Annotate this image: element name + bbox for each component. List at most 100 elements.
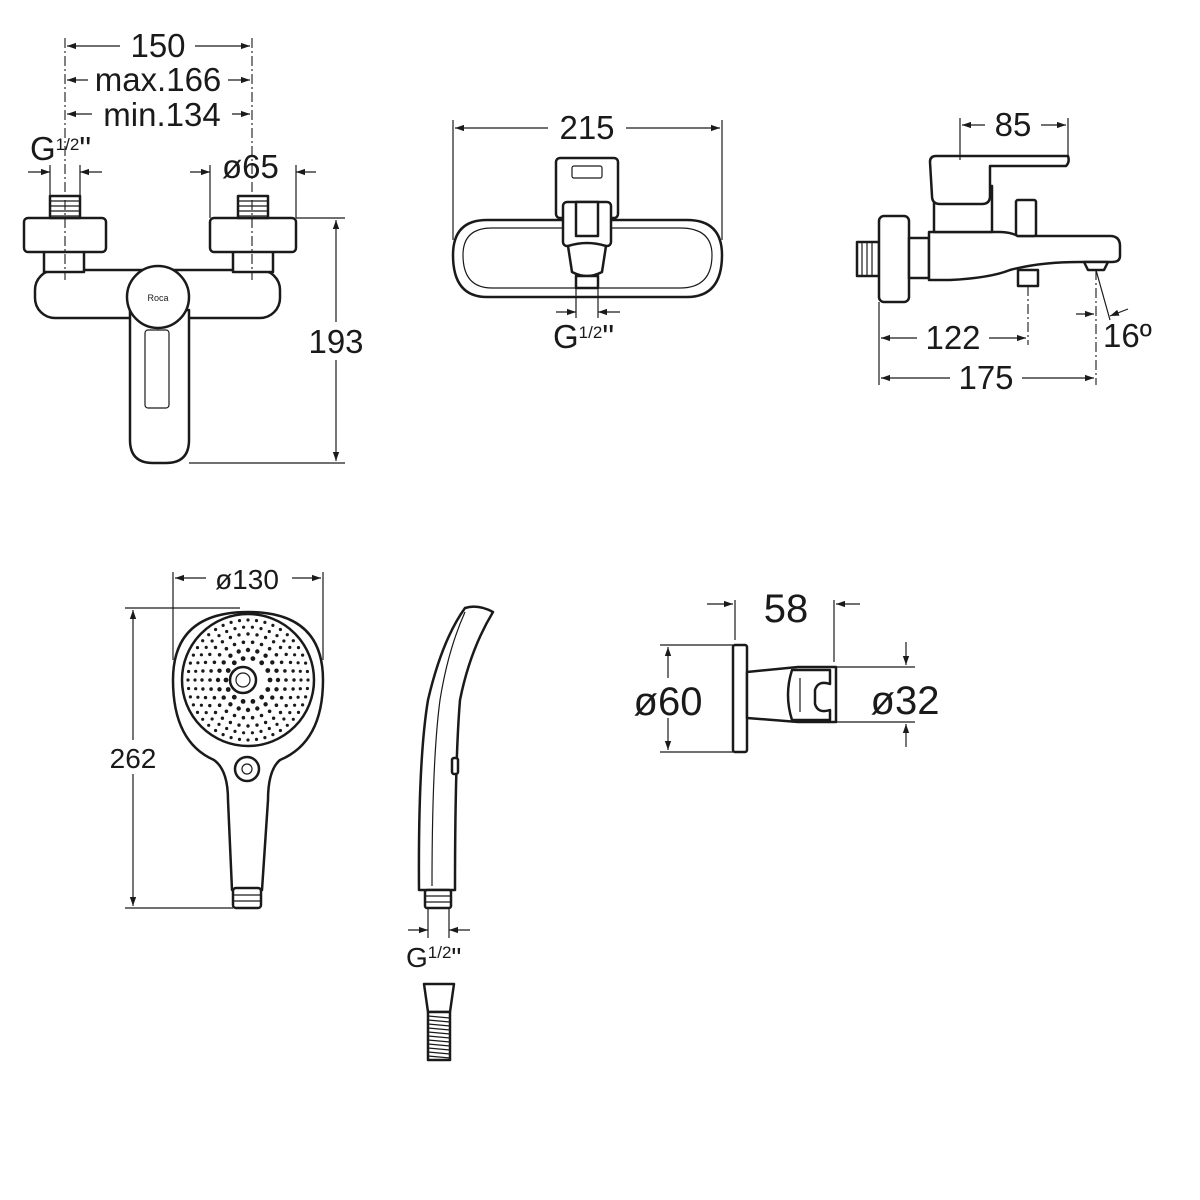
nozzle-dot xyxy=(245,707,251,713)
nozzle-dot xyxy=(278,728,282,733)
outlet-thread xyxy=(574,274,600,290)
nozzle-dot xyxy=(275,634,279,638)
nozzle-dot xyxy=(200,678,204,682)
nozzle-pattern xyxy=(186,618,310,742)
nozzle-dot xyxy=(267,726,271,731)
nozzle-dot xyxy=(213,645,218,650)
hose-ring xyxy=(427,1027,451,1031)
nozzle-dot xyxy=(250,731,254,735)
hose-ring xyxy=(427,1019,451,1023)
nozzle-dot xyxy=(208,652,212,657)
nozzle-dot xyxy=(201,687,205,691)
centre-nozzle xyxy=(228,665,258,695)
nozzle-dot xyxy=(255,633,259,637)
nozzle-dot xyxy=(237,619,242,623)
nozzle-dot xyxy=(232,642,237,647)
nozzle-dot xyxy=(288,695,293,700)
head-diameter-label: ø130 xyxy=(215,564,279,595)
nozzle-dot xyxy=(278,710,283,715)
hose-connector xyxy=(422,982,456,1014)
nozzle-dot xyxy=(195,646,200,650)
nozzle-dot xyxy=(196,661,200,665)
hand-shower-front-view: ø130 262 xyxy=(100,562,325,910)
nozzle-dot xyxy=(196,695,200,699)
nozzle-dot xyxy=(215,677,221,683)
nozzle-dot xyxy=(209,669,213,673)
holder-diameter-label: ø32 xyxy=(871,679,940,723)
nozzle-dot xyxy=(271,733,275,737)
nozzle-dot xyxy=(305,669,309,674)
nozzle-dot xyxy=(296,695,300,699)
nozzle-dot xyxy=(212,660,217,665)
mixer-top-view: 215 G1/2" xyxy=(451,109,724,355)
nozzle-dot xyxy=(240,656,246,661)
nozzle-dot xyxy=(250,640,255,645)
nozzle-dot xyxy=(221,623,225,628)
nozzle-dot xyxy=(296,646,301,650)
nozzle-dot xyxy=(217,722,221,727)
nozzle-dot xyxy=(296,710,301,715)
logo-text: Roca xyxy=(147,293,168,303)
nozzle-dot xyxy=(236,649,241,654)
depth-122-label: 122 xyxy=(925,319,980,356)
width-150-label: 150 xyxy=(130,27,185,64)
nozzle-dot xyxy=(229,736,233,740)
side-outlet xyxy=(1016,268,1040,288)
nozzle-dot xyxy=(279,660,284,665)
nozzle-dot xyxy=(275,722,279,727)
length-175-label: 175 xyxy=(958,359,1013,396)
nozzle-dot xyxy=(259,627,263,631)
nozzle-dot xyxy=(263,736,267,740)
nozzle-dot xyxy=(237,633,241,637)
depth-58-label: 58 xyxy=(764,587,809,631)
nozzle-dot xyxy=(246,632,250,636)
nozzle-dot xyxy=(207,723,211,727)
nozzle-dot xyxy=(292,678,296,682)
side-flange xyxy=(877,214,911,304)
nozzle-dot xyxy=(267,629,271,634)
nozzle-dot xyxy=(221,660,226,665)
nozzle-dot xyxy=(245,647,251,653)
nozzle-dot xyxy=(228,653,233,658)
nozzle-dot xyxy=(301,653,305,657)
nozzle-dot xyxy=(285,633,289,637)
nozzle-dot xyxy=(304,661,308,665)
nozzle-dot xyxy=(271,623,275,628)
nozzle-dot xyxy=(209,687,213,691)
nozzle-dot xyxy=(214,627,218,632)
nozzle-dot xyxy=(259,713,264,718)
nozzle-dot xyxy=(282,717,286,721)
right-wall-flange xyxy=(208,216,298,254)
nozzle-dot xyxy=(228,720,233,725)
nozzle-dot xyxy=(201,717,205,721)
nozzle-dot xyxy=(199,653,203,657)
nozzle-dot xyxy=(263,620,267,625)
width-215-label: 215 xyxy=(559,109,614,146)
nozzle-dot xyxy=(231,660,237,666)
nozzle-dot xyxy=(288,645,292,650)
nozzle-dot xyxy=(213,710,218,715)
nozzle-dot xyxy=(204,711,208,715)
nozzle-dot xyxy=(259,729,263,734)
nozzle-dot xyxy=(225,668,231,673)
nozzle-dot xyxy=(271,716,276,720)
nozzle-dot xyxy=(259,694,265,700)
nozzle-dot xyxy=(274,668,279,673)
nozzle-dot xyxy=(267,646,272,651)
nozzle-dot xyxy=(221,733,225,737)
nozzle-dot xyxy=(301,703,305,707)
shower-thread-end xyxy=(231,886,263,910)
nozzle-dot xyxy=(299,678,303,682)
nozzle-dot xyxy=(265,687,271,692)
hand-shower-side-view: G1/2" xyxy=(406,605,495,1062)
wall-support-view: 58 ø60 ø32 xyxy=(622,587,940,754)
right-thread xyxy=(236,194,270,220)
nozzle-dot xyxy=(203,695,208,700)
nozzle-dot xyxy=(283,669,287,673)
nozzle-dot xyxy=(217,653,222,657)
nozzle-dot xyxy=(255,649,260,654)
nozzle-dot xyxy=(284,678,288,682)
nozzle-dot xyxy=(282,639,286,643)
min-134-label: min.134 xyxy=(103,96,220,133)
nozzle-dot xyxy=(263,653,268,658)
